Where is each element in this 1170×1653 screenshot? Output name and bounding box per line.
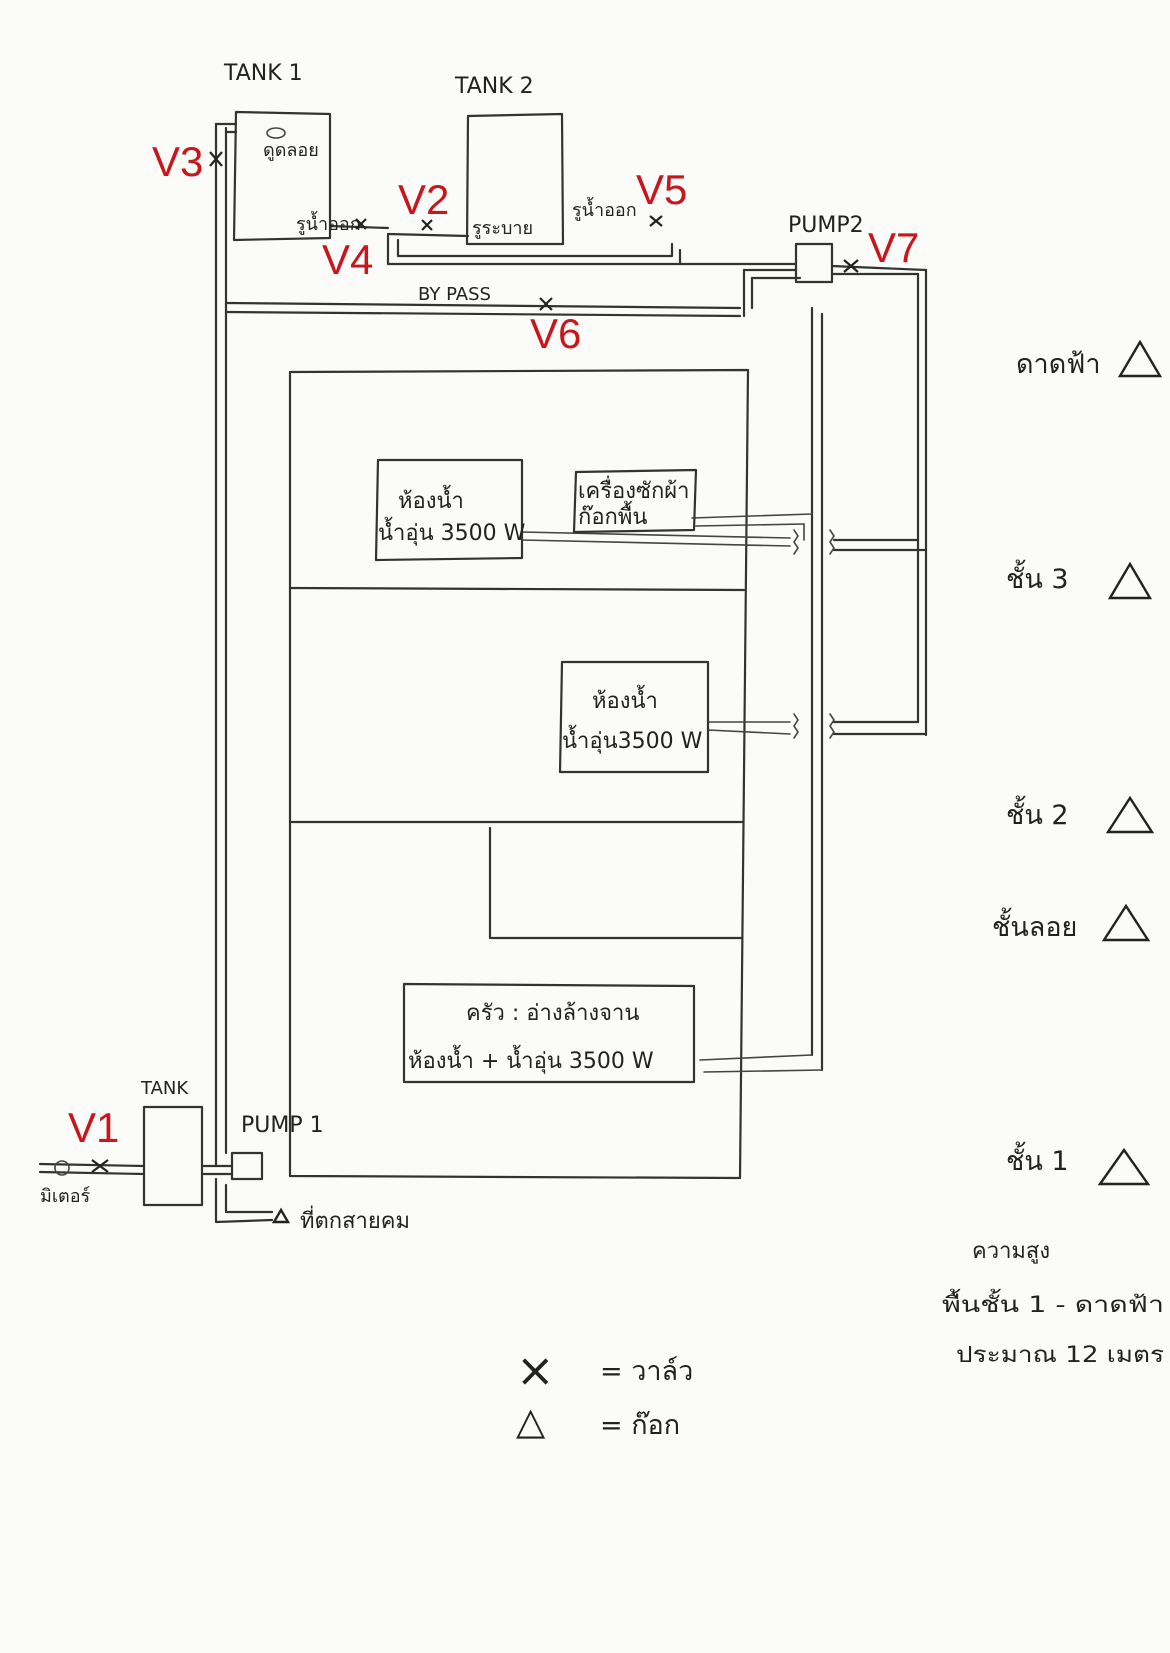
valve-v4-mark: [355, 218, 367, 230]
height-note-line3: ประมาณ 12 เมตร: [956, 1343, 1164, 1368]
valve-v7-label: V7: [868, 224, 919, 271]
floor3-label: ชั้น 3: [1006, 559, 1069, 595]
tank-2: [465, 112, 565, 246]
valve-v4-label: V4: [322, 236, 373, 283]
tank2-label: TANK 2: [454, 74, 534, 99]
legend-valve-text: = วาล์ว: [600, 1355, 693, 1387]
tank2-outlet-label: รูน้ำออก: [572, 197, 637, 221]
valve-v3-label: V3: [152, 138, 203, 185]
valve-v5-mark: [649, 215, 663, 227]
valve-v6-mark: [539, 297, 553, 311]
bath3-line1: ห้องน้ำ: [398, 485, 464, 514]
floor2-label: ชั้น 2: [1006, 795, 1069, 831]
tank-ground: [142, 1105, 204, 1207]
pump-2: [794, 242, 834, 284]
tank1-outlet-label: รูน้ำออก: [296, 211, 361, 235]
legend-tap-text: = ก๊อก: [600, 1410, 680, 1441]
kitchen-line1: ครัว : อ่างล้างจาน: [466, 1001, 639, 1026]
legend-tap-symbol: △: [516, 1399, 546, 1443]
tap-floor3-icon: [1107, 561, 1153, 600]
valve-marks: [91, 151, 859, 1173]
valve-v1-mark: [91, 1159, 109, 1173]
tank-ground-label: TANK: [140, 1078, 189, 1099]
tank-1: ดูดลอย: [232, 110, 332, 242]
washer-line1: เครื่องซักผ้า: [578, 475, 690, 504]
tap-floor2-icon: [1105, 795, 1155, 834]
valve-v2-label: V2: [398, 176, 449, 223]
room-kitchen-floor1: [402, 982, 696, 1084]
tank1-vent-label: ดูดลอย: [263, 140, 319, 161]
valve-v2-mark: [421, 219, 433, 231]
height-note-line1: ความสูง: [972, 1239, 1050, 1264]
tank1-label: TANK 1: [223, 61, 303, 86]
floor1-label: ชั้น 1: [1006, 1141, 1069, 1177]
pump-1: [230, 1151, 264, 1181]
valve-v7-mark: [843, 259, 859, 273]
height-note-line2: พื้นชั้น 1 - ดาดฟ้า: [942, 1289, 1164, 1318]
room-washer-floor3: [572, 468, 698, 534]
legend-valve-symbol: ×: [516, 1343, 555, 1397]
tap-roof-icon: [1117, 339, 1163, 378]
pump1-label: PUMP 1: [241, 1113, 324, 1138]
valve-v3-mark: [209, 151, 223, 167]
room-bath-floor2: [558, 660, 710, 774]
bath2-line1: ห้องน้ำ: [592, 685, 658, 714]
bath2-line2: น้ำอุ่น3500 W: [562, 725, 703, 754]
garden-tap-icon: [271, 1207, 291, 1224]
room-bath-floor3: [374, 458, 524, 562]
floor-roof-label: ดาดฟ้า: [1016, 349, 1101, 380]
floor-mezzanine-label: ชั้นลอย: [992, 907, 1077, 943]
valve-v5-label: V5: [636, 166, 687, 213]
valve-v1-label: V1: [68, 1104, 119, 1151]
garden-tap-label: ที่ตกสายคม: [300, 1205, 410, 1234]
bath3-line2: น้ำอุ่น 3500 W: [378, 517, 526, 546]
tap-mezzanine-icon: [1101, 903, 1151, 942]
washer-line2: ก๊อกพื้น: [578, 501, 647, 530]
bypass-label: BY PASS: [418, 284, 491, 305]
pump2-label: PUMP2: [788, 213, 864, 238]
meter-label: มิเตอร์: [40, 1186, 91, 1207]
pipe-ends: [793, 529, 835, 739]
tank2-drain-label: รูระบาย: [472, 218, 533, 239]
kitchen-line2: ห้องน้ำ + น้ำอุ่น 3500 W: [408, 1045, 654, 1074]
tap-floor1-icon: [1097, 1147, 1151, 1186]
pipe-network: [38, 122, 928, 1224]
valve-v6-label: V6: [530, 310, 581, 357]
